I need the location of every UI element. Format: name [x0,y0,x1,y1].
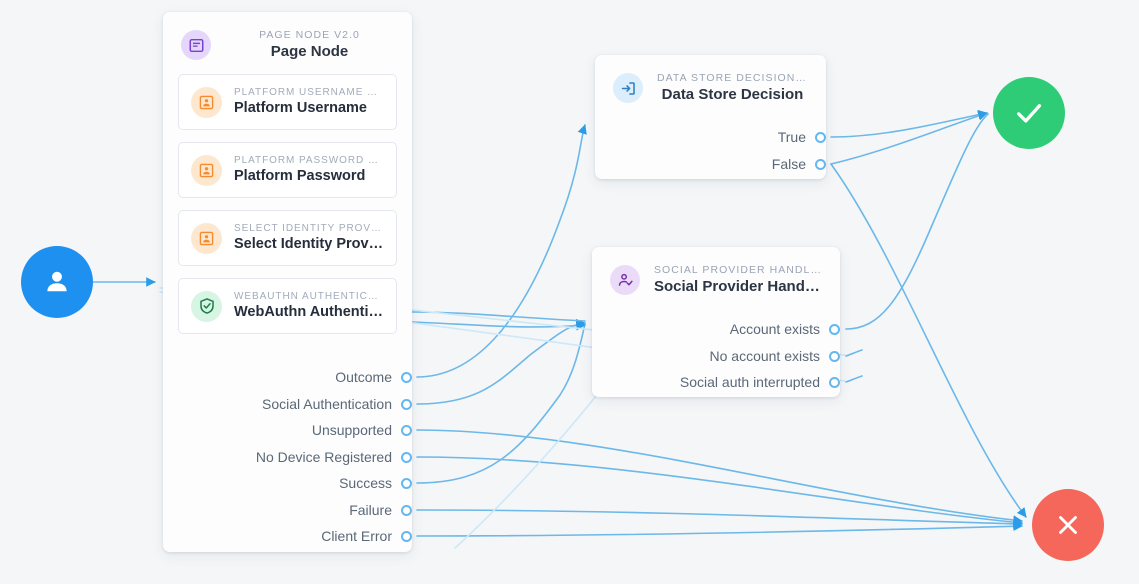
social-provider-port-label: Account exists [729,321,820,337]
social-provider-port-label: Social auth interrupted [679,374,820,390]
page-node-icon [181,30,211,60]
login-arrow-icon-glyph [621,81,635,95]
social-provider-kicker: SOCIAL PROVIDER HANDLER … [654,264,822,276]
edge-noaccount-stub [845,349,863,357]
failure-node[interactable] [1032,489,1104,561]
data-store-port-2[interactable]: False [506,155,826,173]
edge-true-to-success [830,109,988,138]
data-store-kicker: DATA STORE DECISION V1.0 [657,72,808,84]
edge-clienterror-to-fail [416,521,1023,537]
page-node-port-dot[interactable] [401,371,412,383]
login-arrow-icon [613,73,643,103]
edge-false-to-success [830,111,988,165]
close-icon [1059,516,1077,534]
edge-false-to-failure [830,163,1027,518]
edge-failure-to-fail [416,509,1023,529]
data-store-decision-card[interactable]: DATA STORE DECISION V1.0 Data Store Deci… [595,55,826,179]
person-check-icon-glyph [618,273,633,286]
start-node[interactable] [21,246,93,318]
social-provider-handler-card[interactable]: SOCIAL PROVIDER HANDLER … Social Provide… [592,247,840,397]
page-node-port-3[interactable]: Unsupported [92,421,412,439]
page-node-port-label: Failure [349,502,392,518]
social-provider-port-3[interactable]: Social auth interrupted [520,373,840,391]
data-store-title: Data Store Decision [661,86,804,103]
page-node-port-dot[interactable] [401,477,412,489]
contact-card-icon [191,222,222,254]
page-node-kicker: PAGE NODE V2.0 [259,29,360,41]
page-node-port-dot[interactable] [401,530,412,542]
page-node-port-6[interactable]: Failure [92,501,412,519]
data-store-port-dot[interactable] [815,158,826,170]
data-store-port-1[interactable]: True [506,128,826,146]
page-node-child-title: Platform Password [234,168,366,184]
page-node-header: PAGE NODE V2.0 Page Node [163,12,412,74]
page-node-port-7[interactable]: Client Error [92,527,412,545]
edge-account-exists-to-success [845,113,989,330]
edge-socialauth-stub [845,375,863,383]
page-node-port-4[interactable]: No Device Registered [92,448,412,466]
data-store-header: DATA STORE DECISION V1.0 Data Store Deci… [595,55,826,117]
page-node-port-dot[interactable] [401,451,412,463]
page-node-child-title: WebAuthn Authentic… [234,304,384,320]
page-node-port-label: Client Error [321,528,392,544]
social-provider-port-dot[interactable] [829,350,840,362]
page-node-port-dot[interactable] [401,398,412,410]
page-node-port-5[interactable]: Success [92,474,412,492]
data-store-port-label: False [771,156,806,172]
page-node-card[interactable]: PAGE NODE V2.0 Page Node PLATFORM USERNA… [163,12,412,552]
page-node-child-title: Platform Username [234,100,367,116]
page-node-child-kicker: PLATFORM USERNAME V2.0 [234,87,384,98]
page-node-child-kicker: PLATFORM PASSWORD V1.0 [234,155,384,166]
page-node-port-1[interactable]: Outcome [92,368,412,386]
check-icon [1017,104,1042,123]
social-provider-port-dot[interactable] [829,323,840,335]
page-node-port-label: Success [339,475,392,491]
contact-card-icon [191,86,222,118]
person-check-icon [610,265,640,295]
page-node-icon-glyph [189,38,203,52]
contact-card-icon [191,154,222,186]
page-node-port-label: Social Authentication [262,396,392,412]
page-node-child-3[interactable]: SELECT IDENTITY PROVIDE… Select Identity … [178,210,397,266]
social-provider-port-dot[interactable] [829,376,840,388]
page-node-title: Page Node [270,43,349,60]
page-node-child-4[interactable]: WEBAUTHN AUTHENTICAT… WebAuthn Authentic… [178,278,397,334]
page-node-port-label: Outcome [335,369,392,385]
page-node-child-kicker: SELECT IDENTITY PROVIDE… [234,223,384,234]
person-icon [47,271,67,292]
data-store-port-dot[interactable] [815,131,826,143]
social-provider-header: SOCIAL PROVIDER HANDLER … Social Provide… [592,247,840,309]
social-provider-port-label: No account exists [709,348,821,364]
page-node-child-kicker: WEBAUTHN AUTHENTICAT… [234,291,384,302]
page-node-child-title: Select Identity Provi… [234,236,384,252]
shield-check-icon [191,290,222,322]
edge-unsupported-to-fail [416,429,1023,525]
page-node-port-label: Unsupported [311,422,392,438]
data-store-port-label: True [777,129,806,145]
success-node[interactable] [993,77,1065,149]
social-provider-title: Social Provider Handler… [654,278,822,295]
page-node-port-dot[interactable] [401,424,412,436]
edge-nodevice-to-fail [416,456,1023,527]
page-node-port-2[interactable]: Social Authentication [92,395,412,413]
page-node-port-dot[interactable] [401,504,412,516]
social-provider-port-1[interactable]: Account exists [520,320,840,338]
social-provider-port-2[interactable]: No account exists [520,347,840,365]
page-node-port-label: No Device Registered [255,449,392,465]
